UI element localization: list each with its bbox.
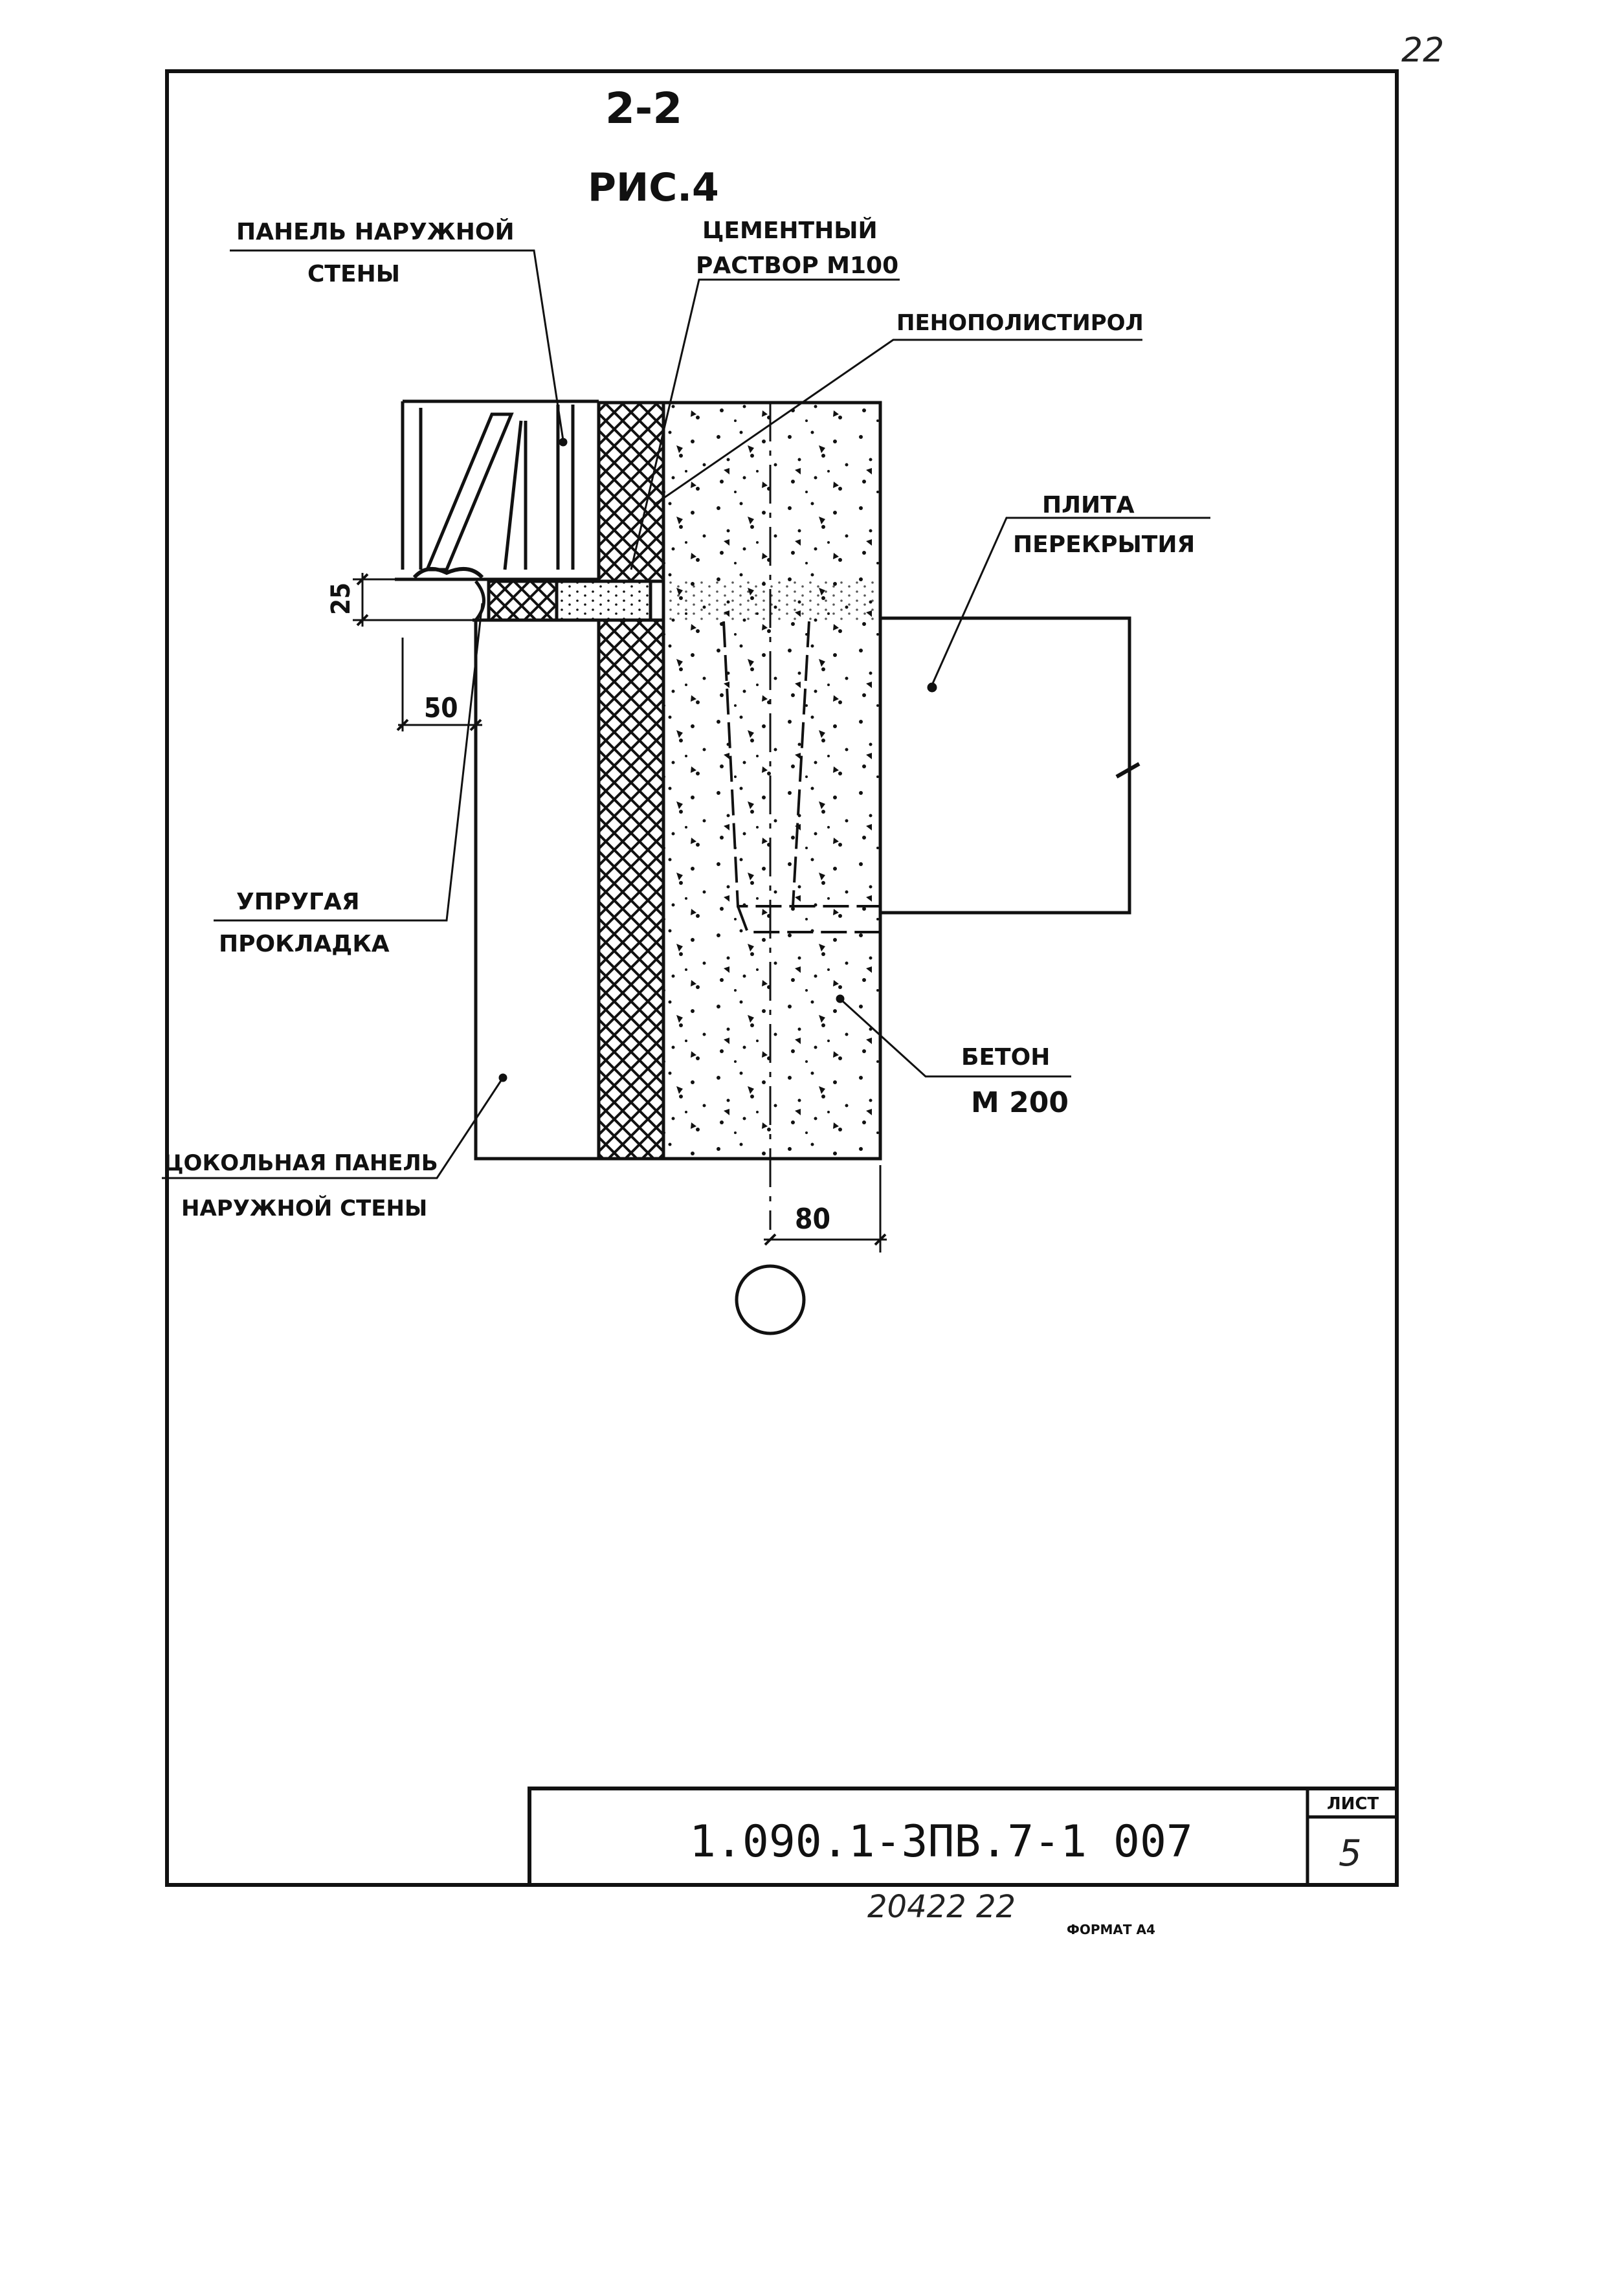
title-block-sheet-number: 5 bbox=[1339, 1832, 1362, 1875]
section-cut-label: 2-2 bbox=[605, 84, 682, 133]
axis-marker-circle bbox=[735, 1264, 806, 1335]
label-cement-mortar-2: РАСТВОР М100 bbox=[696, 252, 898, 279]
concrete-block bbox=[662, 401, 882, 1161]
slab-end-outline bbox=[722, 621, 880, 933]
foam-polystyrene-lower bbox=[597, 618, 665, 1161]
slab-key-grout bbox=[663, 581, 880, 620]
label-elastic-gasket-1: УПРУГАЯ bbox=[236, 889, 360, 915]
label-plinth-panel-2: НАРУЖНОЙ СТЕНЫ bbox=[181, 1195, 427, 1221]
label-slab-1: ПЛИТА bbox=[1042, 492, 1135, 518]
outer-wall-panel bbox=[395, 399, 599, 581]
leader-lines bbox=[162, 249, 1210, 1179]
plinth-panel bbox=[473, 618, 599, 1161]
foam-polystyrene-upper bbox=[597, 401, 665, 583]
label-concrete-2: М 200 bbox=[971, 1086, 1069, 1119]
label-outer-wall-panel-1: ПАНЕЛЬ НАРУЖНОЙ bbox=[236, 218, 515, 245]
footer-format: ФОРМАТ А4 bbox=[1067, 1922, 1155, 1937]
label-cement-mortar-1: ЦЕМЕНТНЫЙ bbox=[702, 217, 878, 244]
dimension-axis-text: 80 bbox=[795, 1203, 830, 1236]
dimension-joint: 25 bbox=[326, 573, 479, 627]
label-plinth-panel-1: ЦОКОЛЬНАЯ ПАНЕЛЬ bbox=[163, 1150, 438, 1176]
label-foam-polystyrene: ПЕНОПОЛИСТИРОЛ bbox=[896, 310, 1144, 336]
elastic-gasket bbox=[487, 579, 559, 622]
label-outer-wall-panel-2: СТЕНЫ bbox=[307, 261, 400, 287]
figure-label: РИС.4 bbox=[588, 165, 719, 210]
dimension-offset-text: 50 bbox=[424, 692, 458, 724]
label-slab-2: ПЕРЕКРЫТИЯ bbox=[1013, 531, 1195, 558]
dimension-axis: 80 bbox=[764, 1165, 887, 1253]
title-block-code: 1.090.1-3ПВ.7-1 007 bbox=[689, 1816, 1193, 1867]
page-number: 22 bbox=[1401, 31, 1444, 70]
label-elastic-gasket-2: ПРОКЛАДКА bbox=[219, 931, 390, 957]
label-concrete-1: БЕТОН bbox=[961, 1044, 1050, 1071]
dimension-joint-text: 25 bbox=[326, 583, 356, 615]
cement-mortar-joint bbox=[555, 579, 652, 622]
footer-inventory-number: 20422 22 bbox=[867, 1889, 1016, 1925]
title-block: 1.090.1-3ПВ.7-1 007 ЛИСТ 5 bbox=[528, 1787, 1399, 1887]
title-block-sheet-label: ЛИСТ bbox=[1327, 1794, 1379, 1814]
floor-slab bbox=[880, 616, 1140, 915]
